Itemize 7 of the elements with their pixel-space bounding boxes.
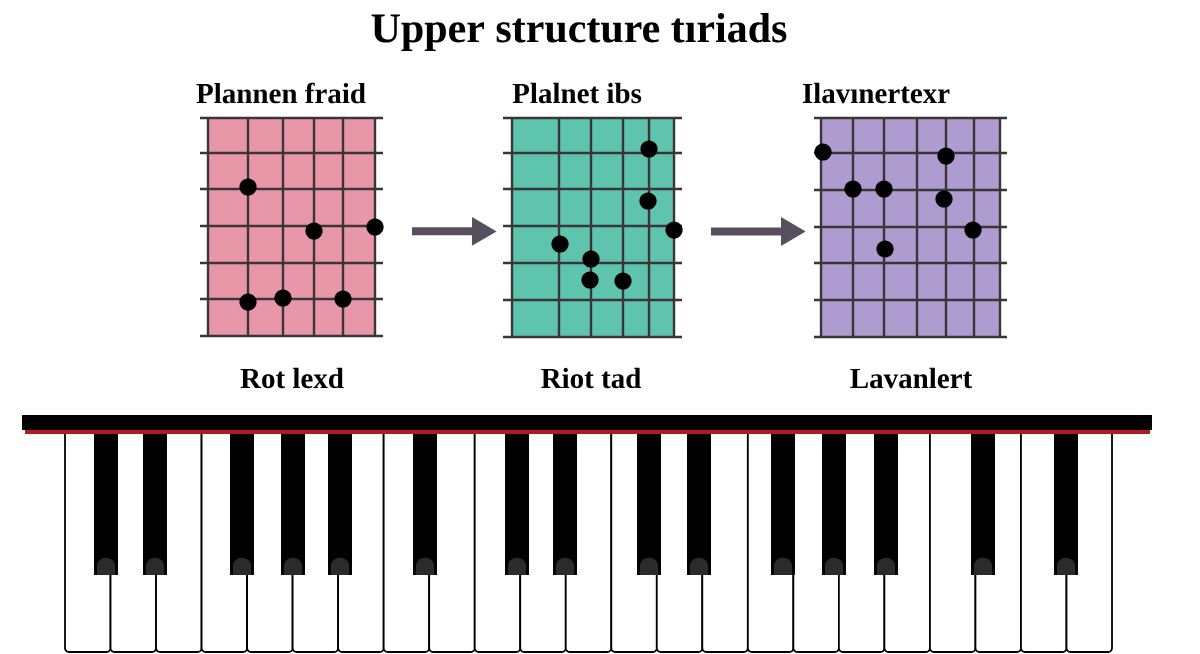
grid-caption: Riot tad	[541, 367, 642, 389]
grid-caption: Rot lexd	[240, 367, 344, 389]
grid-heading: Ilavınertexr	[802, 82, 950, 104]
grid-heading: Plalnet ibs	[512, 82, 642, 104]
title: Upper structure tıriads	[371, 12, 787, 52]
grid-heading: Plannen fraid	[196, 82, 366, 104]
grid-caption: Lavanlert	[850, 367, 973, 389]
